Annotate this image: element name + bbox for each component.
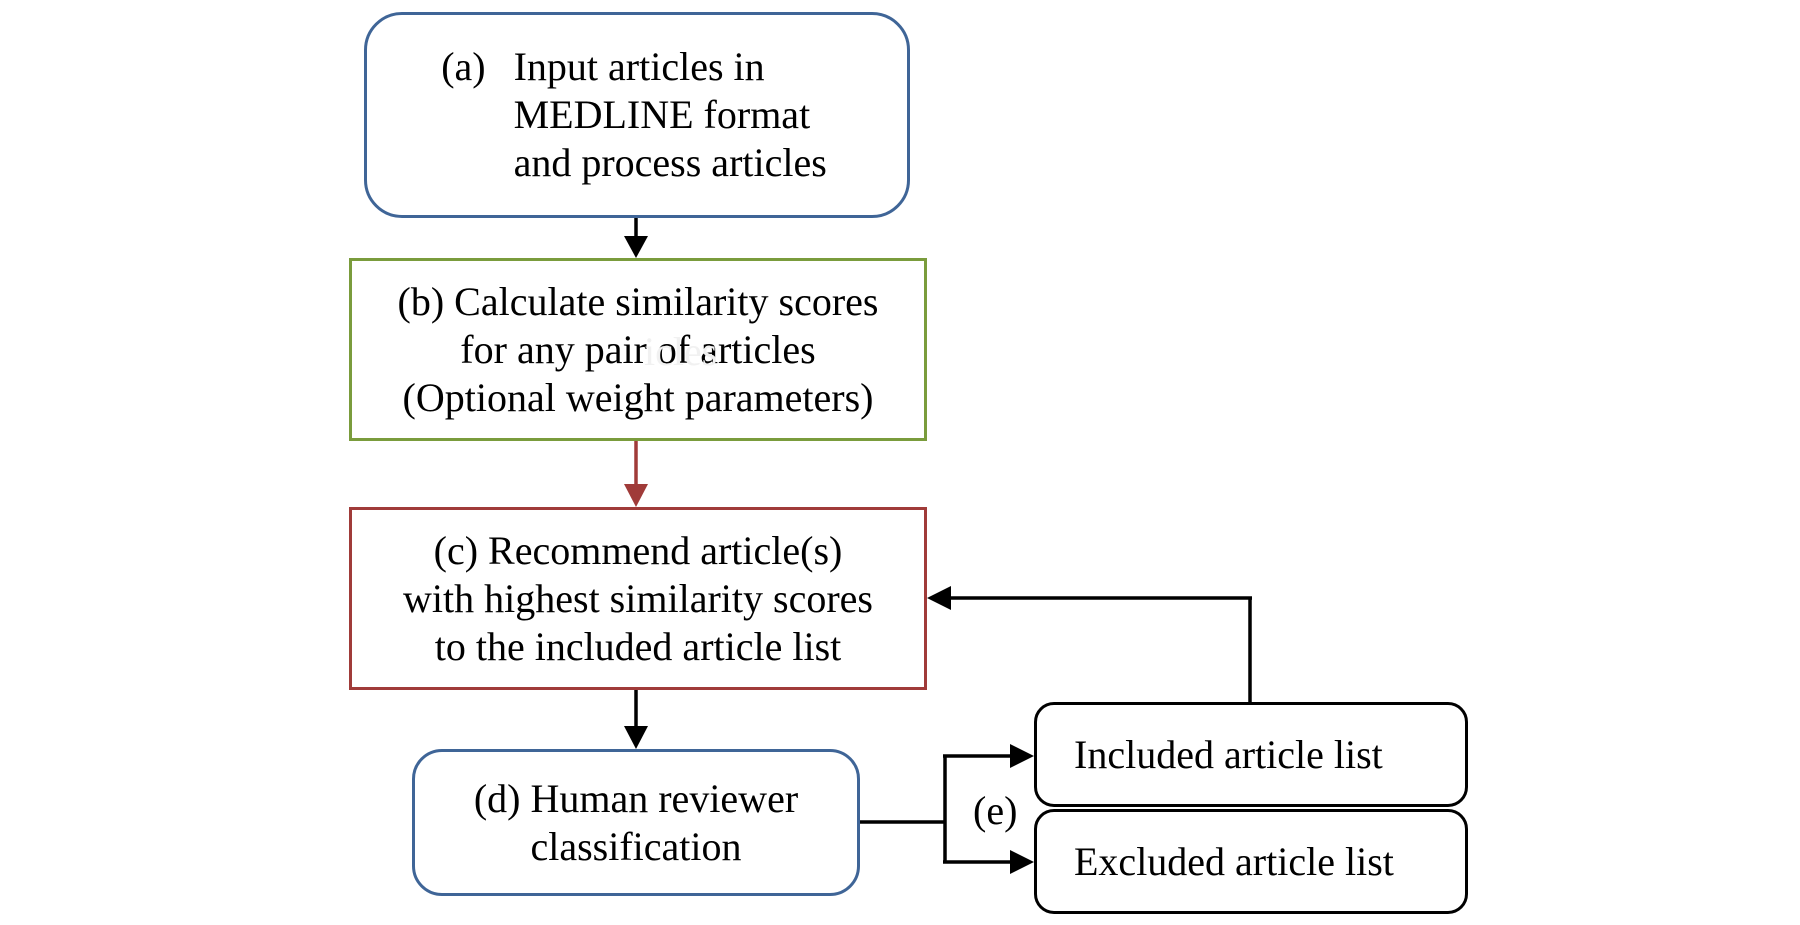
- step-a-label: (a): [441, 44, 486, 89]
- step-c-line-2: with highest similarity scores: [403, 575, 873, 621]
- step-a-line-3: and process articles: [513, 140, 827, 185]
- arrow-included-to-c: [927, 586, 1252, 702]
- step-c-line-3: to the included article list: [434, 623, 842, 669]
- step-b-similarity-box: (b) Calculate similarity scores for any …: [349, 258, 927, 441]
- step-d-line-2: classification: [530, 823, 742, 869]
- arrow-a-to-b: [624, 218, 648, 258]
- step-a-line-1: Input articles in: [513, 44, 765, 89]
- step-b-line-2: for any pair of articles: [460, 326, 816, 372]
- faint-ghost-text: icles: [644, 329, 718, 374]
- step-c-recommend-box: (c) Recommend article(s) with highest si…: [349, 507, 927, 690]
- arrow-b-to-c: [624, 441, 648, 507]
- step-a-input-box: (a) Input articles in MEDLINE format and…: [364, 12, 910, 218]
- step-b-line-1: (b) Calculate similarity scores: [397, 278, 879, 324]
- excluded-list-label: Excluded article list: [1074, 838, 1394, 884]
- step-c-line-1: (c) Recommend article(s): [433, 527, 843, 573]
- included-list-box: Included article list: [1034, 702, 1468, 807]
- arrow-d-to-lists: [860, 744, 1034, 874]
- excluded-list-box: Excluded article list: [1034, 809, 1468, 914]
- included-list-label: Included article list: [1074, 731, 1383, 777]
- arrow-c-to-d: [624, 690, 648, 749]
- step-e-label: (e): [973, 788, 1018, 833]
- step-d-line-1: (d) Human reviewer: [473, 775, 799, 821]
- step-b-line-3: (Optional weight parameters): [402, 374, 874, 420]
- step-a-line-2: MEDLINE format: [513, 92, 811, 137]
- step-d-review-box: (d) Human reviewer classification: [412, 749, 860, 896]
